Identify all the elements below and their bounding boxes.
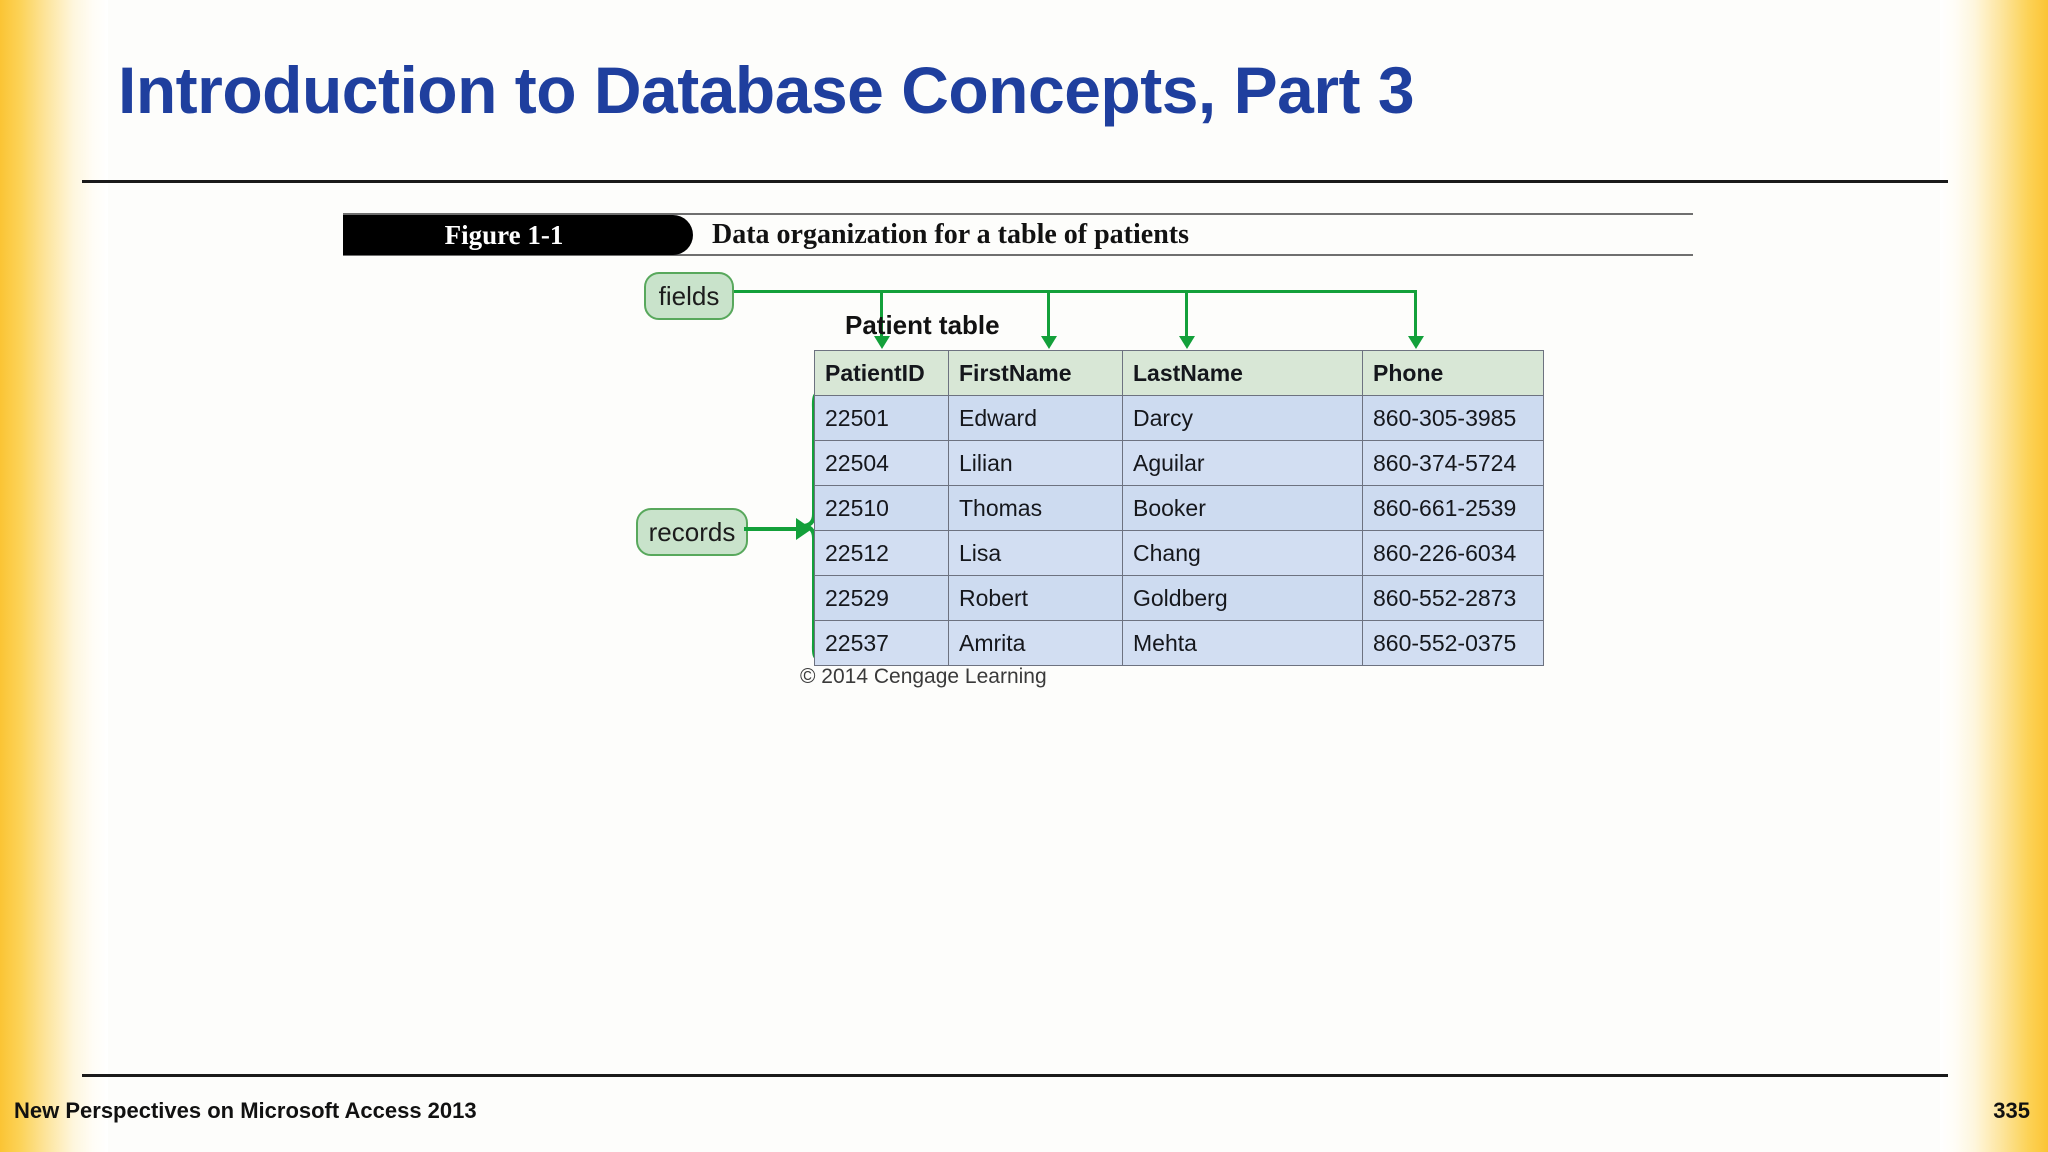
- field-arrow-line-lastname: [1185, 290, 1188, 338]
- cell-phone: 860-661-2539: [1362, 485, 1544, 531]
- callout-records-label: records: [648, 516, 736, 547]
- cell-firstname: Lilian: [948, 440, 1123, 486]
- cell-lastname: Goldberg: [1122, 575, 1363, 621]
- callout-fields-label: fields: [658, 280, 720, 311]
- fields-connector-line: [730, 290, 1416, 293]
- table-header-row: PatientID FirstName LastName Phone: [814, 350, 1544, 396]
- cell-patientid: 22510: [814, 485, 949, 531]
- field-arrow-head-patientid: [874, 336, 890, 349]
- cell-lastname: Booker: [1122, 485, 1363, 531]
- cell-phone: 860-374-5724: [1362, 440, 1544, 486]
- cell-patientid: 22537: [814, 620, 949, 666]
- footer-page-number: 335: [1993, 1098, 2030, 1123]
- table-row: 22510 Thomas Booker 860-661-2539: [814, 485, 1544, 531]
- table-row: 22501 Edward Darcy 860-305-3985: [814, 395, 1544, 441]
- table-row: 22504 Lilian Aguilar 860-374-5724: [814, 440, 1544, 486]
- table-row: 22537 Amrita Mehta 860-552-0375: [814, 620, 1544, 666]
- copyright-notice: © 2014 Cengage Learning: [800, 665, 1047, 688]
- cell-phone: 860-226-6034: [1362, 530, 1544, 576]
- title-divider: [82, 180, 1948, 183]
- field-arrow-head-phone: [1408, 336, 1424, 349]
- cell-lastname: Aguilar: [1122, 440, 1363, 486]
- cell-lastname: Mehta: [1122, 620, 1363, 666]
- figure-caption: Data organization for a table of patient…: [712, 219, 1189, 250]
- cell-lastname: Chang: [1122, 530, 1363, 576]
- table-row: 22529 Robert Goldberg 860-552-2873: [814, 575, 1544, 621]
- field-arrow-line-phone: [1414, 290, 1417, 338]
- cell-phone: 860-552-0375: [1362, 620, 1544, 666]
- table-row: 22512 Lisa Chang 860-226-6034: [814, 530, 1544, 576]
- cell-patientid: 22501: [814, 395, 949, 441]
- cell-patientid: 22512: [814, 530, 949, 576]
- cell-firstname: Amrita: [948, 620, 1123, 666]
- cell-lastname: Darcy: [1122, 395, 1363, 441]
- field-arrow-head-firstname: [1041, 336, 1057, 349]
- figure-block: Figure 1-1 Data organization for a table…: [343, 213, 1693, 688]
- field-arrow-line-patientid: [880, 290, 883, 338]
- cell-firstname: Thomas: [948, 485, 1123, 531]
- callout-records: records: [636, 508, 748, 556]
- figure-number-tab: Figure 1-1: [343, 215, 693, 255]
- patient-table-label: Patient table: [845, 310, 1000, 340]
- cell-phone: 860-305-3985: [1362, 395, 1544, 441]
- column-header-patientid: PatientID: [814, 350, 949, 396]
- cell-phone: 860-552-2873: [1362, 575, 1544, 621]
- column-header-lastname: LastName: [1122, 350, 1363, 396]
- cell-patientid: 22504: [814, 440, 949, 486]
- figure-rule-bottom: [343, 254, 1693, 256]
- field-arrow-line-firstname: [1047, 290, 1050, 338]
- cell-firstname: Lisa: [948, 530, 1123, 576]
- field-arrow-head-lastname: [1179, 336, 1195, 349]
- cell-firstname: Robert: [948, 575, 1123, 621]
- column-header-phone: Phone: [1362, 350, 1544, 396]
- figure-rule-top: [343, 213, 1693, 215]
- column-header-firstname: FirstName: [948, 350, 1123, 396]
- page-title: Introduction to Database Concepts, Part …: [118, 53, 1415, 127]
- footer-divider: [82, 1074, 1948, 1077]
- records-curly-brace: [800, 390, 826, 662]
- callout-fields: fields: [644, 272, 734, 320]
- footer-book-title: New Perspectives on Microsoft Access 201…: [14, 1098, 477, 1123]
- cell-patientid: 22529: [814, 575, 949, 621]
- patient-table: PatientID FirstName LastName Phone 22501…: [814, 350, 1544, 666]
- records-connector-line: [744, 527, 798, 531]
- cell-firstname: Edward: [948, 395, 1123, 441]
